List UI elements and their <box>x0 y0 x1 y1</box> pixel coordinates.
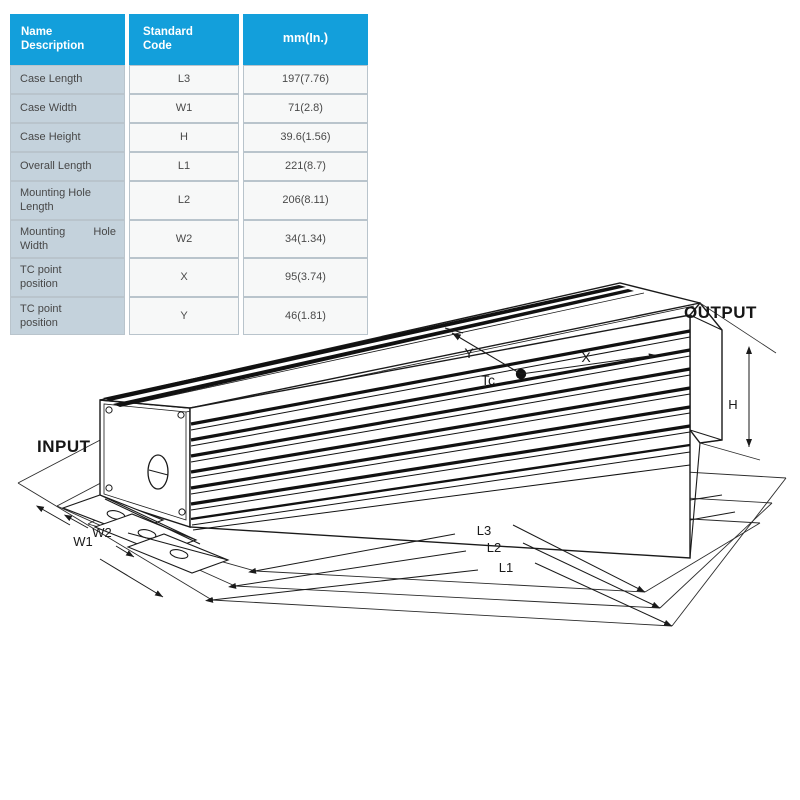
cell-name-line1: Mounting Hole <box>20 187 91 199</box>
heatsink-fins <box>190 329 691 531</box>
tc-point-marker: Y X Tc <box>444 327 657 388</box>
cell-code: L3 <box>129 65 239 94</box>
column-header-standard-code: Standard Code <box>129 14 239 65</box>
cell-code: W2 <box>129 219 239 259</box>
dimension-h: H <box>699 302 777 461</box>
table-header: Name Description Standard Code mm(In.) <box>10 14 368 65</box>
specification-table: Name Description Standard Code mm(In.) C… <box>10 14 368 336</box>
table-row: Mounting Hole Width W2 34(1.34) <box>10 219 368 259</box>
cable-gland-icon <box>147 454 169 490</box>
input-label: INPUT <box>37 437 91 456</box>
output-bottom-lip <box>689 439 736 559</box>
cell-value: 46(1.81) <box>243 296 368 336</box>
cell-code: H <box>129 123 239 152</box>
cell-value: 221(8.7) <box>243 152 368 181</box>
cell-code: W1 <box>129 94 239 123</box>
cell-name-line2: Width <box>20 239 49 252</box>
table-row: Case Height H 39.6(1.56) <box>10 123 368 152</box>
cell-gap <box>239 65 243 94</box>
cell-value: 197(7.76) <box>243 65 368 94</box>
cell-name: Case Length <box>10 65 125 94</box>
cell-name: Case Height <box>10 123 125 152</box>
dimension-label-x: X <box>581 349 591 365</box>
header-code-line1: Standard <box>143 25 193 38</box>
cell-gap <box>125 258 129 297</box>
cell-gap <box>125 219 129 259</box>
cell-name-line1: TC point <box>20 302 62 315</box>
cell-name-line1: TC point <box>20 264 62 277</box>
cell-code: L2 <box>129 181 239 220</box>
table-row: Mounting Hole Length L2 206(8.11) <box>10 181 368 220</box>
table-row: TC point position X 95(3.74) <box>10 258 368 297</box>
dimension-label-w1: W1 <box>73 534 93 549</box>
dimension-w2: W2 <box>63 514 135 558</box>
dimension-label-l1: L1 <box>499 560 513 575</box>
dimension-label-y: Y <box>464 345 474 361</box>
cell-gap <box>239 181 243 220</box>
cell-gap <box>125 65 129 94</box>
cell-gap <box>239 219 243 259</box>
cell-value: 206(8.11) <box>243 181 368 220</box>
cell-name: Overall Length <box>10 152 125 181</box>
dimension-l1: L1 <box>205 560 673 627</box>
dimension-l3: L3 <box>248 523 646 593</box>
table-row: TC point position Y 46(1.81) <box>10 296 368 336</box>
column-header-unit: mm(In.) <box>243 14 368 65</box>
dimension-l2: L2 <box>228 540 661 609</box>
output-label: OUTPUT <box>684 303 757 322</box>
table-body: Case Length L3 197(7.76) Case Width W1 7… <box>10 65 368 336</box>
cell-gap <box>125 94 129 123</box>
tc-label: Tc <box>481 372 495 388</box>
dimension-label-l2: L2 <box>487 540 501 555</box>
table-row: Overall Length L1 221(8.7) <box>10 152 368 181</box>
cell-gap <box>239 152 243 181</box>
dimension-w1: W1 <box>35 505 164 598</box>
cell-value: 39.6(1.56) <box>243 123 368 152</box>
tc-point-dot <box>515 368 527 380</box>
cell-gap <box>125 123 129 152</box>
cell-gap <box>239 258 243 297</box>
column-header-name-description: Name Description <box>10 14 125 65</box>
cell-value: 34(1.34) <box>243 219 368 259</box>
cell-name-line2: position <box>20 278 58 291</box>
cell-name: TC point position <box>10 296 125 336</box>
header-gap-2 <box>239 14 243 65</box>
cell-gap <box>125 181 129 220</box>
cell-gap <box>125 152 129 181</box>
bracket-rail <box>99 494 229 561</box>
header-code-line2: Code <box>143 40 172 52</box>
cell-gap <box>239 123 243 152</box>
table-row: Case Width W1 71(2.8) <box>10 94 368 123</box>
cell-name-line2: position <box>20 317 58 330</box>
ground-projection-lines <box>17 436 787 627</box>
header-name-line1: Name <box>21 25 53 38</box>
cell-name: Mounting Hole Width <box>10 219 125 259</box>
dimension-label-h: H <box>728 397 737 412</box>
dimension-label-w2: W2 <box>92 525 112 540</box>
cell-code: Y <box>129 296 239 336</box>
header-name-line2: Description <box>21 40 85 52</box>
cell-name-line2: Length <box>20 201 54 214</box>
cell-code: X <box>129 258 239 297</box>
table-header-row: Name Description Standard Code mm(In.) <box>10 14 368 65</box>
cell-value: 71(2.8) <box>243 94 368 123</box>
table-row: Case Length L3 197(7.76) <box>10 65 368 94</box>
cell-name: TC point position <box>10 258 125 297</box>
cell-code: L1 <box>129 152 239 181</box>
cell-value: 95(3.74) <box>243 258 368 297</box>
header-gap-1 <box>125 14 129 65</box>
cell-name-line1: Mounting Hole <box>20 225 116 238</box>
cell-gap <box>239 94 243 123</box>
cell-name: Case Width <box>10 94 125 123</box>
dimension-label-l3: L3 <box>477 523 491 538</box>
cell-name: Mounting Hole Length <box>10 181 125 220</box>
mounting-brackets <box>61 494 230 574</box>
